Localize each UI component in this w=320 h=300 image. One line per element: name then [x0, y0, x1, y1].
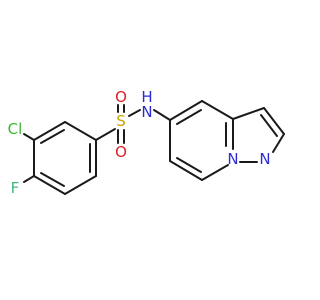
- atom-nitrogen-ring: N: [259, 150, 270, 168]
- atom-fluorine: F: [11, 179, 20, 197]
- pyridine-ring: [169, 100, 234, 181]
- bond-c-s: [95, 128, 116, 141]
- bond: [64, 121, 97, 141]
- atom-hydrogen: H: [141, 88, 152, 106]
- aromatic-bond: [260, 114, 278, 137]
- atom-sulfur: S: [116, 112, 126, 130]
- bond-s-n: [128, 109, 141, 117]
- bond-c-f: [23, 175, 35, 183]
- pyrazole-ring: [232, 107, 285, 163]
- bond-c-cl: [23, 133, 35, 141]
- bond: [201, 164, 229, 181]
- atom-nitrogen-bridge: N: [227, 150, 238, 168]
- atom-chlorine: Cl: [8, 120, 23, 138]
- bond: [201, 100, 234, 120]
- atom-nitrogen-amide: N: [141, 103, 152, 121]
- bond: [169, 100, 203, 121]
- bond: [232, 107, 265, 120]
- bond: [33, 175, 66, 195]
- aromatic-bond: [176, 109, 202, 125]
- bond: [64, 175, 97, 195]
- bond-n-c: [153, 109, 171, 121]
- bond: [263, 107, 285, 135]
- aromatic-bond: [40, 172, 65, 187]
- benzene-ring: [33, 121, 97, 195]
- atom-oxygen-bottom: O: [115, 143, 127, 161]
- bond: [272, 133, 285, 153]
- atom-oxygen-top: O: [115, 88, 127, 106]
- aromatic-bond: [176, 157, 202, 173]
- aromatic-bond: [40, 129, 65, 144]
- molecule-structure: Cl F S O O N H N N: [8, 88, 285, 197]
- bond: [169, 160, 203, 181]
- bond: [33, 121, 66, 141]
